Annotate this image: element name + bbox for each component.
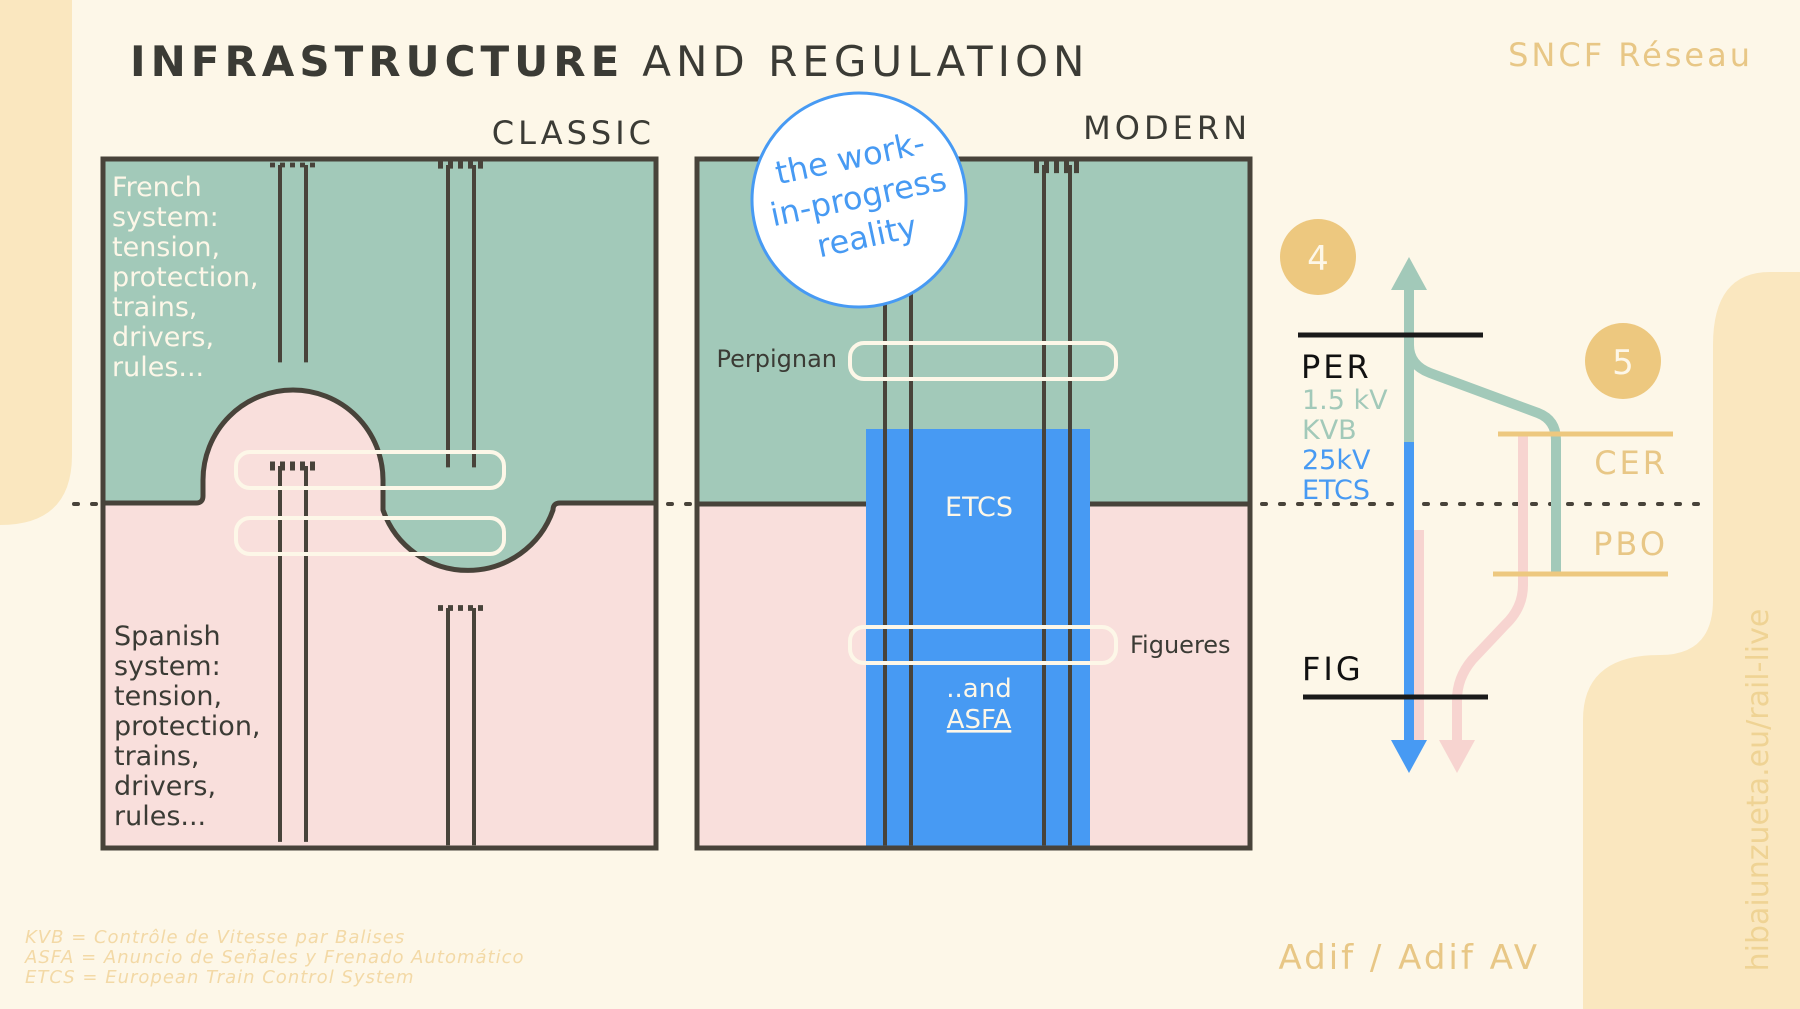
- marker-5: 5: [1585, 323, 1661, 399]
- classic-title: CLASSIC: [492, 114, 655, 152]
- operator-adif: Adif / Adif AV: [1278, 938, 1540, 978]
- etcs-arrowhead-down: [1391, 740, 1427, 773]
- perpignan-label: Perpignan: [716, 345, 837, 373]
- pbo-label: PBO: [1593, 525, 1668, 563]
- cer-label: CER: [1594, 444, 1668, 482]
- per-protection-label: KVB: [1302, 415, 1357, 446]
- perpignan-station-box: [848, 341, 1118, 381]
- classic-exchange-box-bottom: [234, 516, 506, 556]
- etcs-zone-label: ETCS: [945, 492, 1013, 523]
- spanish-line-pbo: [1452, 435, 1528, 745]
- classic-exchange-box-top: [234, 450, 506, 490]
- spanish-system-text: Spanish system: tension, protection, tra…: [114, 621, 269, 832]
- and-label: ..and: [946, 674, 1011, 704]
- etcs-zone: [866, 429, 1090, 848]
- new-protection-label: ETCS: [1302, 475, 1370, 506]
- modern-panel: [694, 156, 1253, 851]
- french-arrowhead-up: [1391, 257, 1427, 290]
- classic-panel: [100, 156, 659, 851]
- fig-label: FIG: [1302, 650, 1364, 688]
- new-voltage-label: 25kV: [1302, 445, 1371, 476]
- right-corner-decoration: [1583, 272, 1800, 1009]
- svg-text:4: 4: [1307, 239, 1329, 279]
- left-corner-decoration: [0, 0, 72, 525]
- per-label: PER: [1301, 348, 1372, 386]
- work-in-progress-badge: the work- in-progress reality: [750, 91, 968, 309]
- figueres-label: Figueres: [1130, 631, 1231, 659]
- marker-4: 4: [1280, 219, 1356, 295]
- spanish-arrowhead-pbo: [1439, 740, 1475, 773]
- asfa-link[interactable]: ASFA: [947, 705, 1012, 735]
- legend: KVB = Contrôle de Vitesse par Balises AS…: [24, 927, 531, 988]
- french-line-cer: [1404, 344, 1561, 575]
- credit-url: hibaiunzueta.eu/rail-live: [1741, 609, 1776, 972]
- svg-text:5: 5: [1612, 343, 1634, 383]
- per-voltage-label: 1.5 kV: [1302, 385, 1388, 416]
- figueres-station-box: [848, 625, 1118, 665]
- operator-sncf: SNCF Réseau: [1508, 36, 1753, 74]
- modern-title: MODERN: [1083, 109, 1251, 147]
- french-system-text: French system: tension, protection, trai…: [112, 172, 267, 383]
